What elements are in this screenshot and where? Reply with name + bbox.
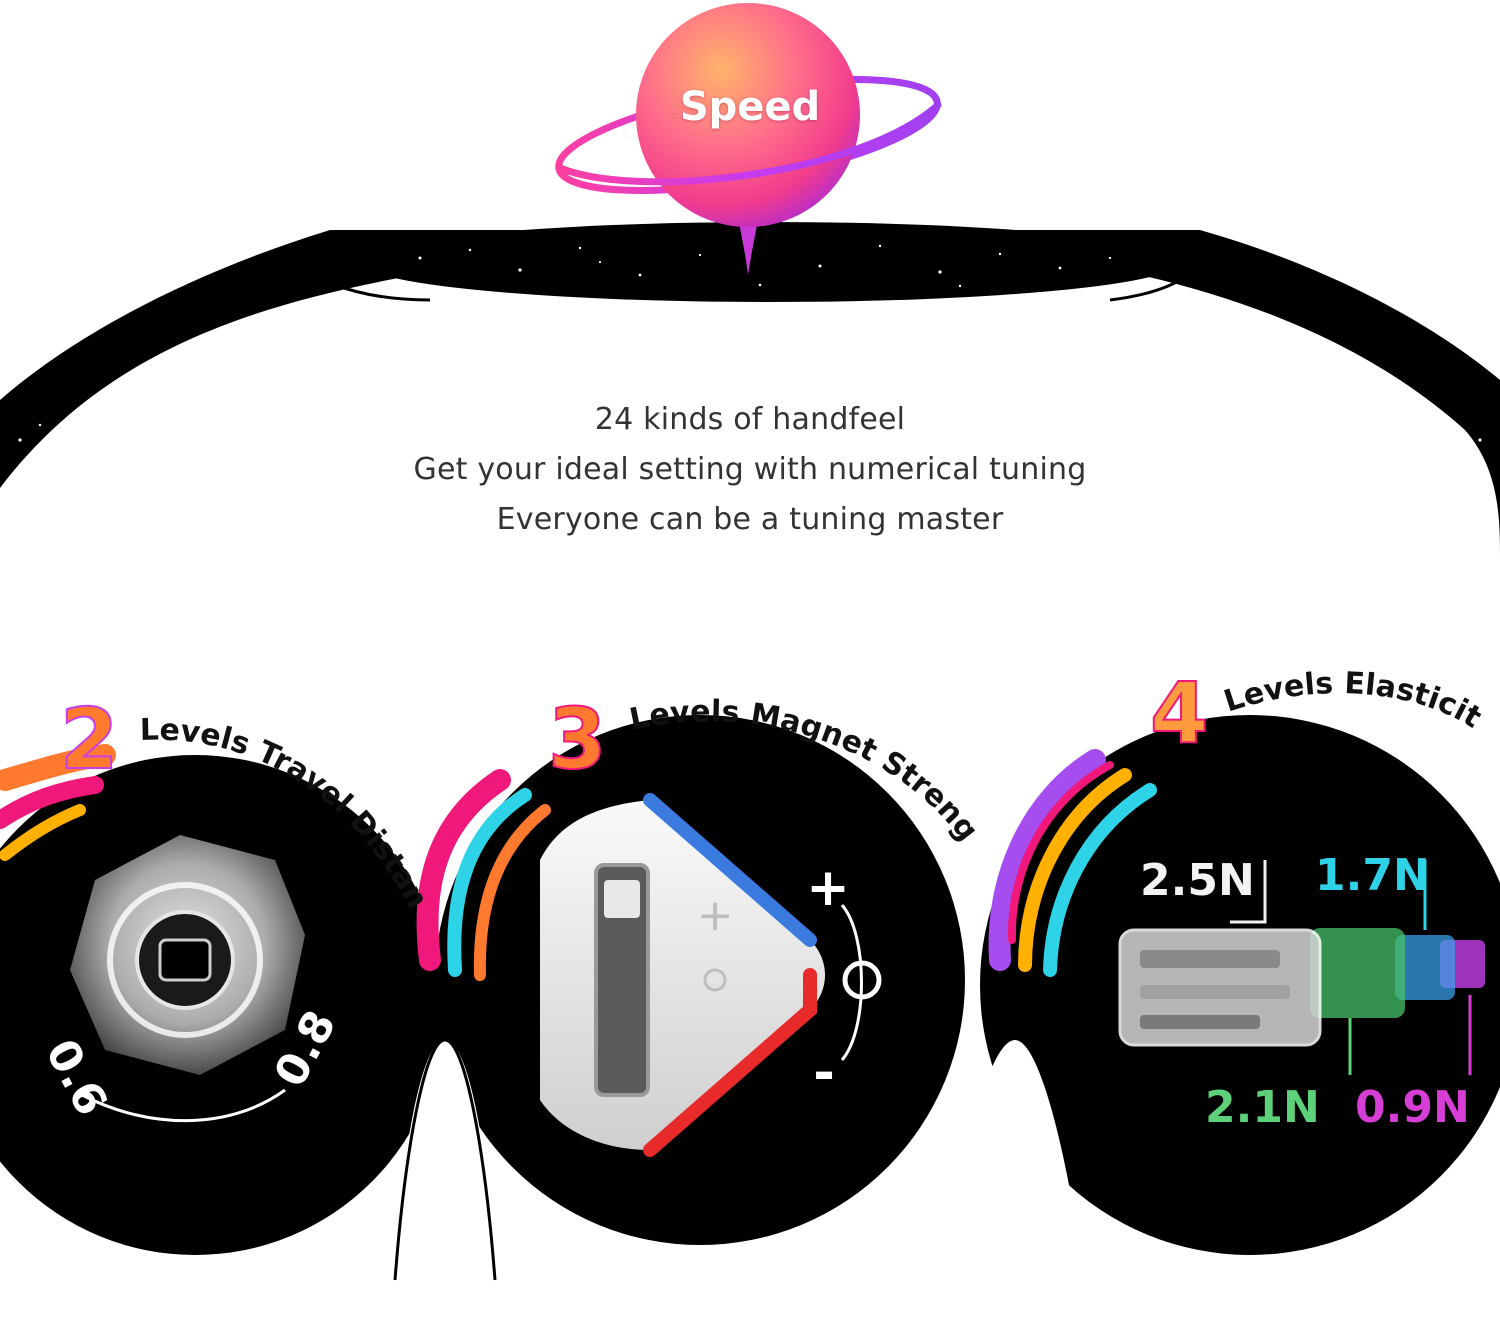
- upper-left-white: [0, 230, 330, 400]
- magnet-minus-symbol: -: [813, 1043, 835, 1103]
- feature-number-4: 4: [1150, 664, 1208, 762]
- planet-label: Speed: [679, 84, 821, 130]
- tagline-line-2: Get your ideal setting with numerical tu…: [413, 452, 1087, 487]
- streaks-elasticity: [988, 749, 1157, 977]
- magnet-bracket: [840, 904, 863, 1061]
- feature-number-3: 3: [548, 690, 606, 788]
- upper-right-white: [1200, 230, 1500, 380]
- tagline-line-1: 24 kinds of handfeel: [594, 402, 906, 437]
- hole-swoosh-right: [1109, 266, 1197, 302]
- bottom-bump-left-outline: [393, 1038, 497, 1281]
- tagline-line-3: Everyone can be a tuning master: [496, 502, 1004, 537]
- force-0-9n: 0.9N: [1355, 1082, 1470, 1133]
- black-hole: [360, 222, 1180, 302]
- feature-number-2: 2: [60, 690, 118, 788]
- force-1-7n: 1.7N: [1315, 850, 1430, 901]
- bottom-bump-right: [940, 1040, 1090, 1319]
- force-2-5n: 2.5N: [1140, 855, 1255, 906]
- svg-text:+: +: [697, 890, 734, 941]
- planet: [636, 3, 860, 227]
- travel-arc: [81, 1088, 286, 1123]
- streaks-magnet: [416, 769, 551, 981]
- magnet-switch-icon: +: [540, 793, 825, 1157]
- hole-swoosh-left: [291, 260, 431, 302]
- switch-crystal-icon: [70, 835, 305, 1075]
- planet-ring-front: [556, 101, 942, 186]
- elasticity-switches-icon: [1118, 928, 1485, 1047]
- hole-stars: [418, 244, 1112, 288]
- streaks-travel: [0, 744, 116, 861]
- magnet-mid-icon: [842, 960, 882, 1000]
- force-2-1n: 2.1N: [1205, 1082, 1320, 1133]
- magnet-plus-symbol: +: [806, 858, 850, 918]
- edge-stars: [18, 423, 1490, 502]
- elasticity-leader-lines: [1230, 860, 1472, 1075]
